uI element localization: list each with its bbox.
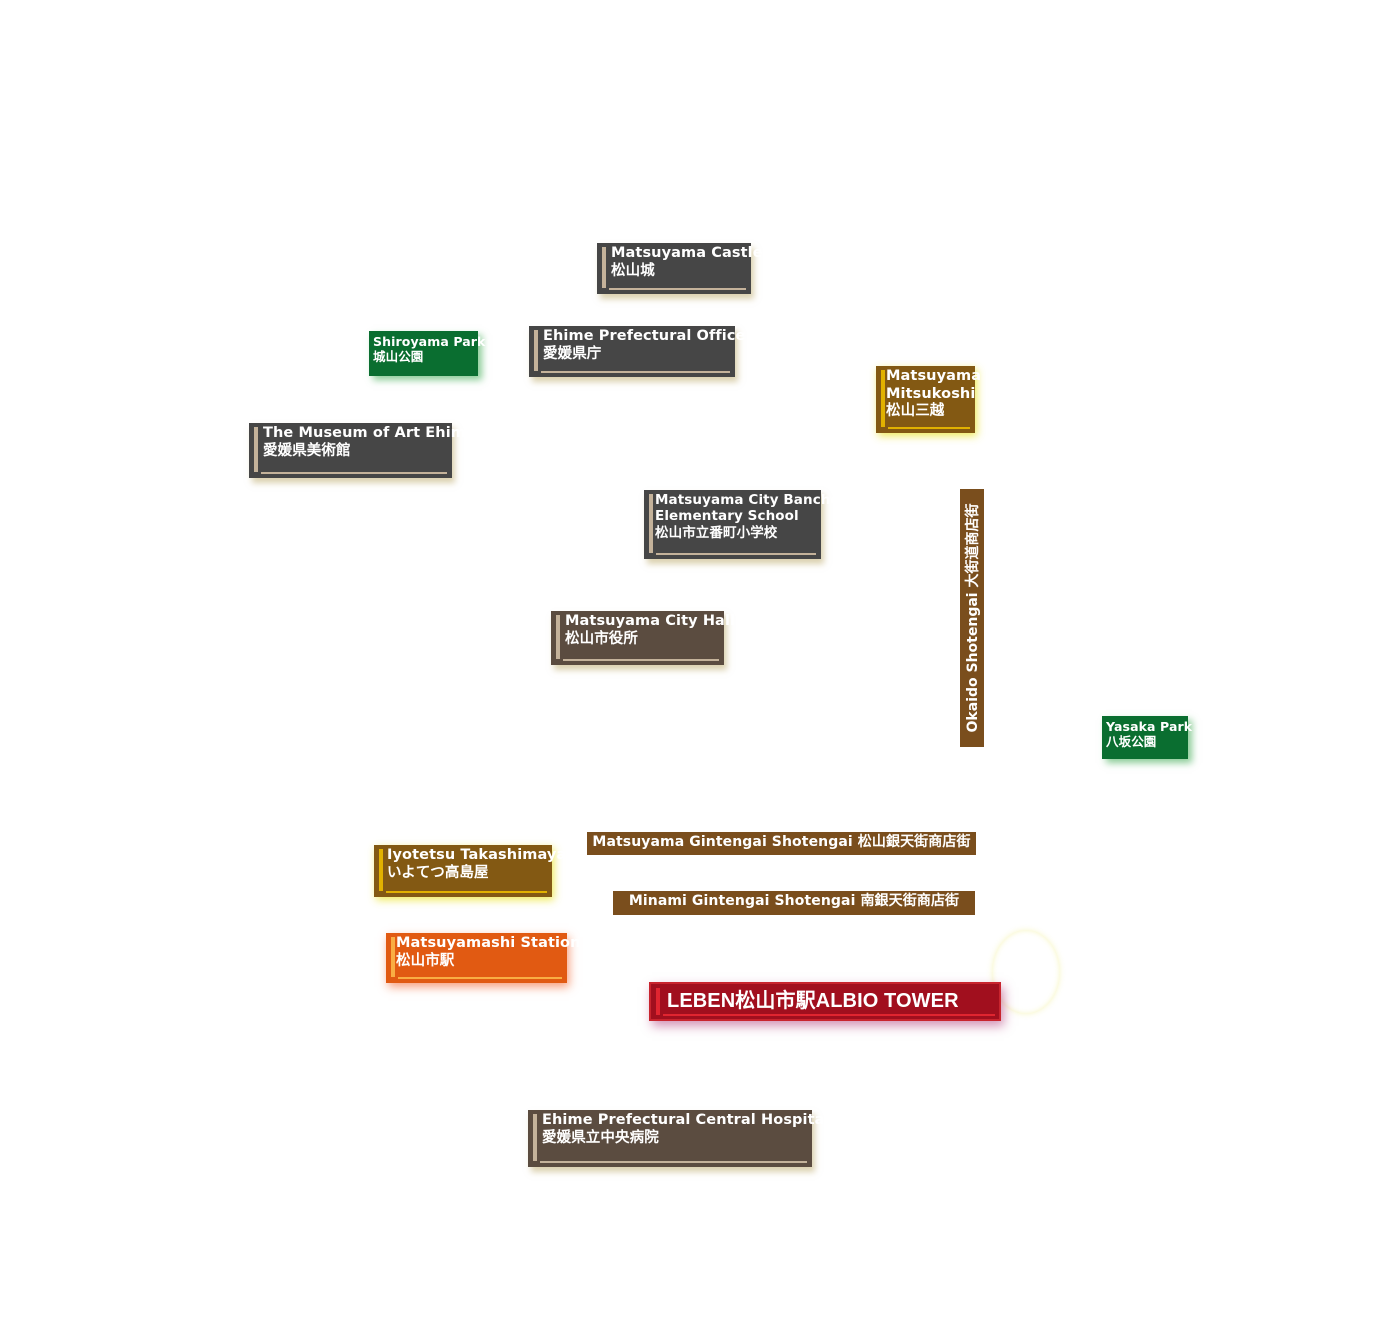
label-matsuyama-mitsukoshi[interactable]: Matsuyama Mitsukoshi 松山三越 [876, 366, 982, 433]
label-ja: 愛媛県庁 [543, 345, 602, 362]
label-ehime-prefectural-office[interactable]: Ehime Prefectural Office 愛媛県庁 [529, 326, 746, 377]
label-iyotetsu-takashimaya[interactable]: Iyotetsu Takashimaya いよてつ高島屋 [374, 845, 567, 897]
label-matsuyama-city-hall[interactable]: Matsuyama City Hall 松山市役所 [551, 611, 736, 665]
label-en-line1: Matsuyama [886, 368, 982, 384]
label-matsuyamashi-station[interactable]: Matsuyamashi Station 松山市駅 [386, 933, 581, 983]
label-text: Okaido Shotengai 大街道商店街 [965, 503, 981, 733]
label-en: Iyotetsu Takashimaya [387, 847, 567, 863]
label-en: Yasaka Park [1106, 719, 1193, 734]
highlight-ring [992, 930, 1060, 1014]
label-en-line1: Matsuyama City Bancho [655, 492, 840, 508]
label-museum-of-art-ehime[interactable]: The Museum of Art Ehime 愛媛県美術館 [249, 423, 476, 478]
label-en: Ehime Prefectural Office [543, 328, 746, 344]
label-yasaka-park[interactable]: Yasaka Park 八坂公園 [1102, 716, 1193, 759]
label-en: Matsuyama City Hall [565, 613, 736, 629]
label-ja: いよてつ高島屋 [387, 864, 489, 881]
label-ja: 松山城 [611, 262, 655, 279]
label-bancho-elementary-school[interactable]: Matsuyama City Bancho Elementary School … [644, 490, 840, 559]
label-ja: 愛媛県美術館 [263, 442, 351, 459]
label-en: The Museum of Art Ehime [263, 425, 476, 441]
label-text: Minami Gintengai Shotengai 南銀天街商店街 [628, 893, 960, 909]
label-ja: 松山市役所 [565, 630, 638, 647]
label-matsuyama-gintengai-shotengai[interactable]: Matsuyama Gintengai Shotengai 松山銀天街商店街 [587, 832, 976, 855]
label-minami-gintengai-shotengai[interactable]: Minami Gintengai Shotengai 南銀天街商店街 [613, 891, 975, 915]
label-en: Shiroyama Park [373, 334, 486, 349]
label-shiroyama-park[interactable]: Shiroyama Park 城山公園 [369, 331, 486, 376]
label-en-line2: Mitsukoshi [886, 385, 976, 402]
label-en-line2: Elementary School [655, 508, 799, 525]
label-ehime-central-hospital[interactable]: Ehime Prefectural Central Hospital 愛媛県立中… [528, 1110, 830, 1167]
label-ja: 松山市立番町小学校 [655, 524, 778, 541]
label-text: Matsuyama Gintengai Shotengai 松山銀天街商店街 [592, 834, 971, 850]
label-ja: 八坂公園 [1106, 734, 1157, 750]
label-ja: 松山三越 [886, 403, 945, 420]
label-matsuyama-castle[interactable]: Matsuyama Castle 松山城 [597, 243, 763, 294]
label-en: Ehime Prefectural Central Hospital [542, 1112, 830, 1128]
label-text: LEBEN松山市駅ALBIO TOWER [667, 990, 959, 1012]
label-leben-albio-tower[interactable]: LEBEN松山市駅ALBIO TOWER [649, 982, 1001, 1021]
label-en: Matsuyamashi Station [396, 935, 581, 951]
label-ja: 松山市駅 [396, 952, 455, 969]
label-okaido-shotengai[interactable]: Okaido Shotengai 大街道商店街 [960, 489, 984, 747]
label-ja: 愛媛県立中央病院 [542, 1129, 659, 1146]
label-ja: 城山公園 [373, 349, 424, 365]
label-en: Matsuyama Castle [611, 245, 763, 261]
